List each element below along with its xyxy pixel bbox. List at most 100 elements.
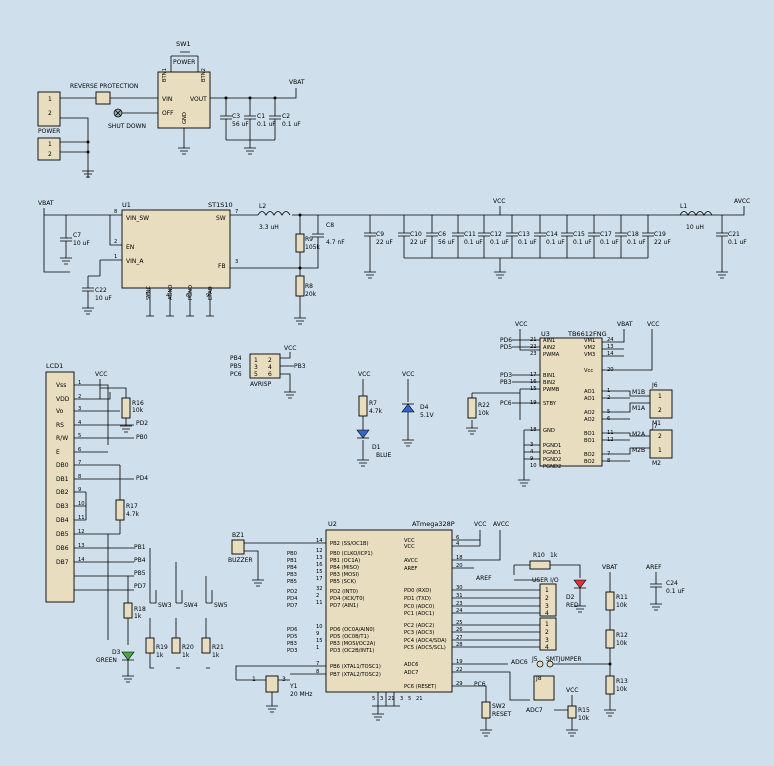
cap-ref: C2 <box>282 113 290 120</box>
ground-symbol <box>244 140 256 155</box>
mcu-pin-label: PB3 (MOSI/OC2A) <box>330 641 375 647</box>
switch-wires <box>150 590 213 604</box>
r13-ref: R13 <box>616 678 628 685</box>
d3-green-led <box>121 651 135 661</box>
motor-driver-section: U3 TB6612FNG AIN121AIN222PWMA23BIN117BIN… <box>466 321 673 487</box>
lcd-pin-number: 1 <box>78 380 81 386</box>
net-label: PB5 <box>134 570 146 577</box>
wire <box>210 88 297 99</box>
sw2-reset-button[interactable] <box>481 701 491 719</box>
mcu-net-label: PD7 <box>287 603 297 609</box>
mcu-pin-label: AVCC <box>404 558 418 564</box>
mcu-pin-number: 15 <box>316 569 323 575</box>
u3-pin-label: BIN2 <box>543 380 555 386</box>
u3-pin-label: AO2 <box>584 410 595 416</box>
l2-inductor <box>257 211 291 216</box>
pin-number: 5 <box>372 696 375 702</box>
pin-label: 1 <box>252 676 256 683</box>
m1-label: M1 <box>652 420 661 427</box>
mcu-pin-label: AREF <box>404 566 417 572</box>
net-label: PD4 <box>136 475 148 482</box>
r22-resistor <box>467 397 477 419</box>
power-connector-bottom <box>37 137 61 161</box>
vcc-label: VCC <box>566 687 578 694</box>
mcu-pin-label: PB6 (XTAL1/TOSC1) <box>330 664 381 670</box>
aref-label: AREF <box>646 564 662 571</box>
r20-resistor <box>171 637 181 654</box>
avrisp-label: AVRISP <box>250 381 272 388</box>
j7-ref: J7 <box>651 423 658 430</box>
d1-val: BLUE <box>376 452 392 459</box>
cap-val: 0.1 uF <box>518 239 537 246</box>
mcu-pin-number: 30 <box>456 585 463 591</box>
lcd-pin-number: 10 <box>78 501 85 507</box>
d4-val: 5.1V <box>420 412 435 419</box>
vcc-label: VCC <box>647 321 659 328</box>
mcu-pin-label: VCC <box>404 538 415 544</box>
mcu-net-label: PB5 <box>287 579 297 585</box>
y1-val: 20 MHz <box>290 691 312 698</box>
pin-label: VIN <box>162 96 172 103</box>
r8-ref: R8 <box>305 283 313 290</box>
mcu-pin-number: 18 <box>456 555 463 561</box>
vbat-label: VBAT <box>602 564 618 571</box>
pin-number: 1 <box>114 254 117 260</box>
r18-ref: R18 <box>134 606 146 613</box>
lcd-pin-label: DB6 <box>56 545 69 552</box>
u3-pin-label: PGND2 <box>543 464 561 470</box>
r9-ref: R9 <box>305 236 313 243</box>
mcu-pin-number: 15 <box>316 638 323 644</box>
u3-ref: U3 <box>541 330 550 338</box>
reverse-protection-label: REVERSE PROTECTION <box>70 83 138 90</box>
shutdown-cross <box>114 109 122 117</box>
lcd-pin-number: 6 <box>78 447 81 453</box>
r19-val: 1k <box>156 652 164 659</box>
d2-red-led <box>573 579 587 589</box>
cap-ref: C14 <box>546 231 558 238</box>
pin-label: 2 <box>48 151 52 158</box>
r15-ref: R15 <box>578 707 590 714</box>
lcd-pin-label: DB3 <box>56 503 69 510</box>
wire <box>170 56 199 72</box>
wire <box>518 429 540 487</box>
vcc-label: VCC <box>402 371 414 378</box>
vcc-label: VCC <box>515 321 527 328</box>
mcu-pin-number: 31 <box>456 593 463 599</box>
r13-val: 10k <box>616 686 628 693</box>
u3-pin-label: PGND1 <box>543 443 561 449</box>
smtjumper-label: SMTJUMPER <box>546 656 582 663</box>
u3-pin-number: 14 <box>607 351 614 357</box>
u1-ref: U1 <box>122 201 131 209</box>
r12-val: 10k <box>616 640 628 647</box>
mcu-pin-label: PC1 (ADC1) <box>404 611 434 617</box>
mcu-pin-number: 11 <box>316 600 323 606</box>
lcd-pin-label: Vo <box>56 408 64 415</box>
ground-symbol <box>178 128 190 155</box>
motor-net: M2B <box>632 447 645 454</box>
pc6-label: PC6 <box>474 681 486 688</box>
net-label: PB1 <box>134 544 146 551</box>
r20-ref: R20 <box>182 644 194 651</box>
l1-ref: L1 <box>680 203 687 210</box>
u3-pin-number: 24 <box>607 337 614 343</box>
wire <box>244 542 326 587</box>
adc6-label: ADC6 <box>511 659 528 666</box>
lcd-pin-number: 9 <box>78 487 81 493</box>
u3-pin-label: BO2 <box>584 459 595 465</box>
mcu-pin-number: 1 <box>316 645 319 651</box>
cap-val: 22 uF <box>654 239 671 246</box>
u1-part: ST1S10 <box>208 201 233 209</box>
output-rail <box>230 206 745 216</box>
lcd1-module <box>45 371 75 603</box>
mcu-net-label: PD2 <box>287 589 297 595</box>
r16-ref: R16 <box>132 400 144 407</box>
sw1-symbol <box>171 51 198 57</box>
mcu-pin-label: PB1 (OC1A) <box>330 558 360 564</box>
c22-ref: C22 <box>95 287 107 294</box>
y1-ref: Y1 <box>289 683 298 690</box>
mcu-pin-number: 10 <box>316 624 323 630</box>
sw2-val: RESET <box>492 711 512 718</box>
wire <box>650 572 662 611</box>
r11-resistor <box>605 591 615 611</box>
